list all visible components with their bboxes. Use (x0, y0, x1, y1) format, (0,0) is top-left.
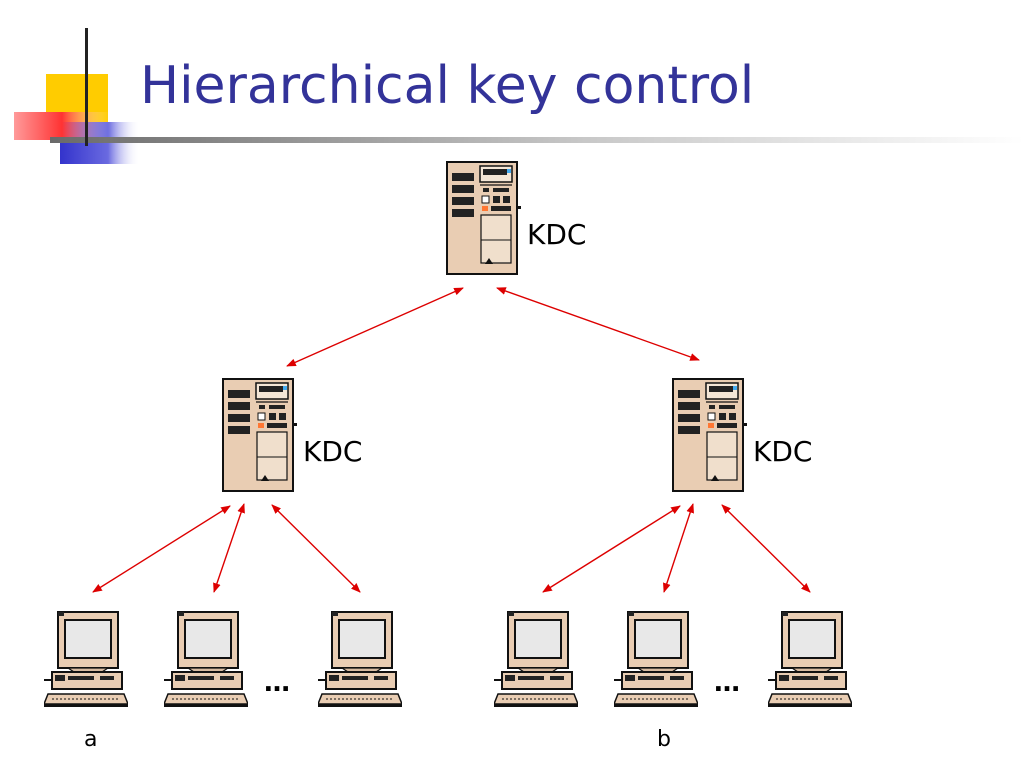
workstation-b1-icon (494, 611, 578, 708)
workstation-a2-icon (164, 611, 248, 708)
arrow-right-b2 (663, 503, 694, 593)
right-kdc-label: KDC (753, 435, 813, 468)
group-label-a: a (84, 727, 98, 752)
arrow-root-left (286, 287, 464, 367)
workstation-a3-icon (318, 611, 402, 708)
arrow-left-a1 (92, 505, 231, 593)
left-kdc-server-icon (222, 378, 297, 492)
deco-vertical-line (85, 28, 88, 146)
ellipsis-b: … (714, 668, 740, 698)
deco-red-bar (14, 112, 110, 140)
root-kdc-label: KDC (527, 218, 587, 251)
arrow-root-right (496, 287, 700, 361)
left-kdc-label: KDC (303, 435, 363, 468)
page-title: Hierarchical key control (140, 56, 755, 116)
right-kdc-server-icon (672, 378, 747, 492)
group-label-b: b (657, 727, 671, 752)
workstation-b3-icon (768, 611, 852, 708)
arrow-right-b1 (542, 505, 681, 593)
title-decoration (14, 28, 1024, 164)
root-kdc-server-icon (446, 161, 521, 275)
arrow-right-b3 (721, 504, 811, 593)
title-rule (50, 137, 1024, 143)
arrow-left-a3 (271, 504, 361, 593)
arrow-left-a2 (213, 503, 245, 593)
ellipsis-a: … (264, 668, 290, 698)
workstation-b2-icon (614, 611, 698, 708)
workstation-a1-icon (44, 611, 128, 708)
